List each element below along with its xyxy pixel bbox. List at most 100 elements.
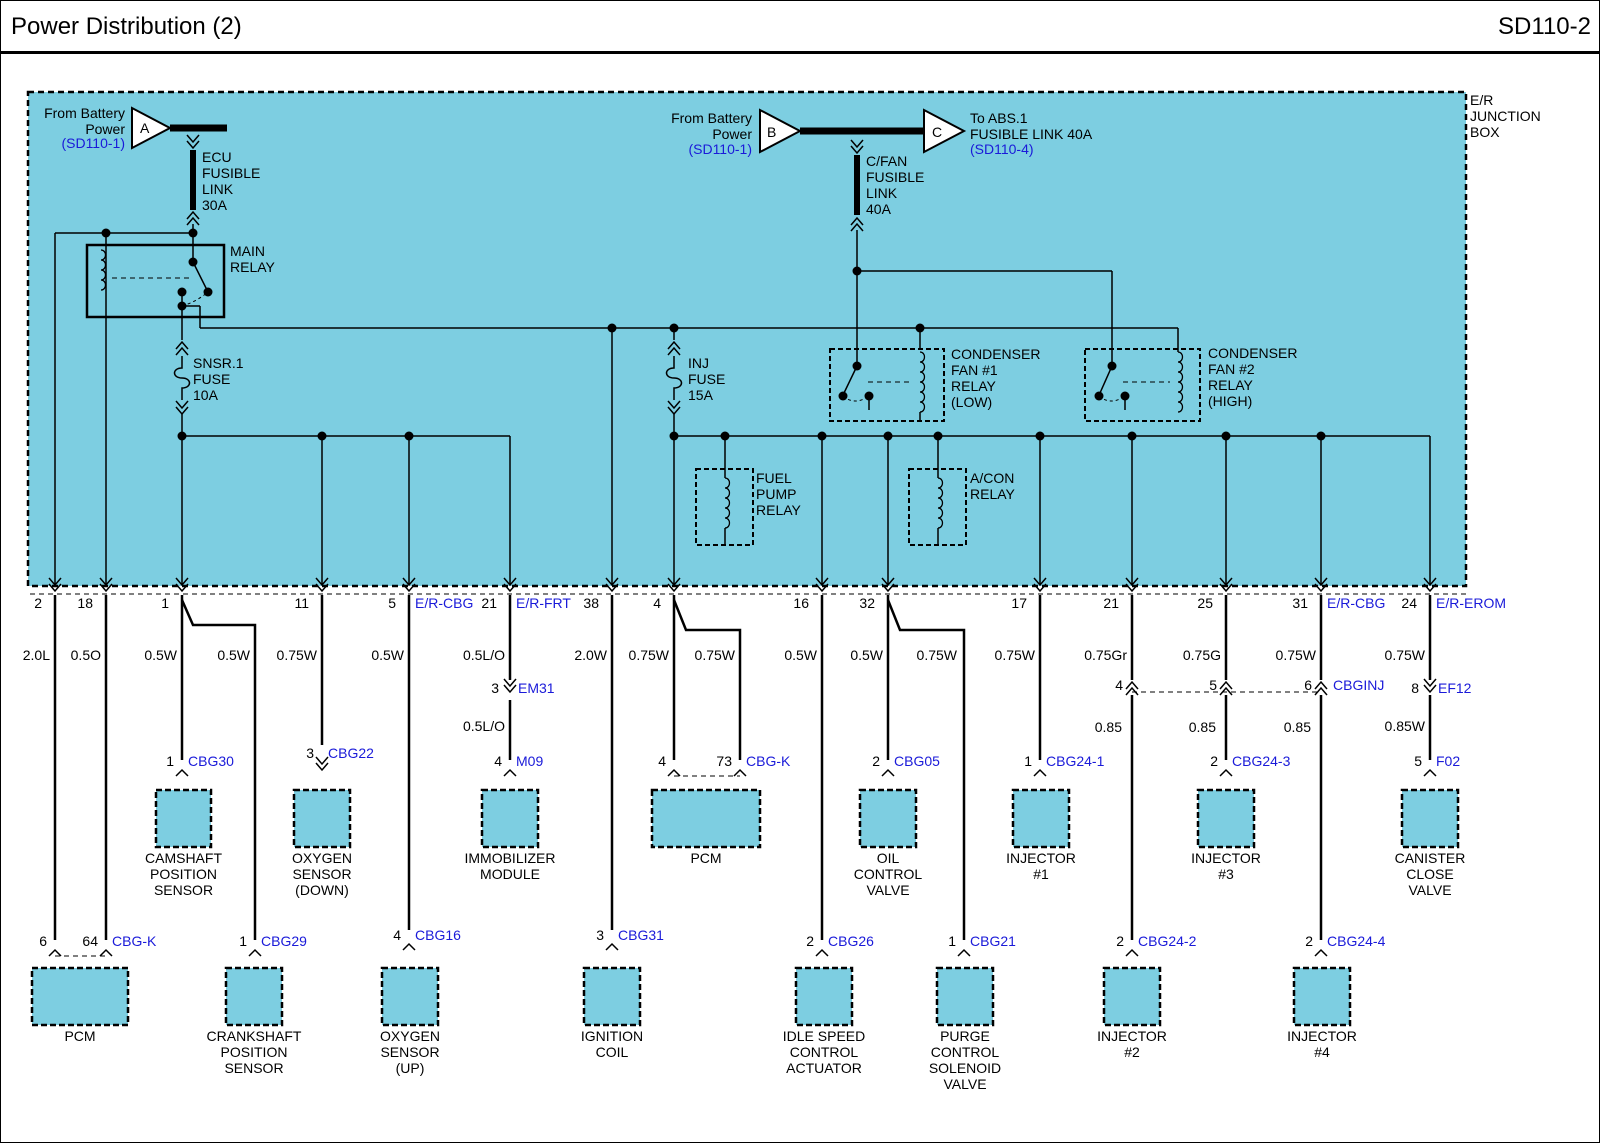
- component-ref: CBG29: [261, 933, 307, 949]
- component-name: VALVE: [943, 1076, 986, 1092]
- pin-number: 25: [1197, 595, 1213, 611]
- component-pin: [175, 768, 189, 777]
- pin-connector: [1033, 583, 1047, 593]
- component-name: OXYGEN: [380, 1028, 440, 1044]
- page-header: Power Distribution (2) SD110-2: [1, 1, 1599, 54]
- component-pin: [315, 756, 329, 766]
- component-name: PCM: [64, 1028, 95, 1044]
- component-name: COIL: [596, 1044, 629, 1060]
- relay-coil: [100, 249, 107, 291]
- cond-fan2-relay-label: CONDENSER: [1208, 345, 1297, 361]
- wire-color: 0.5W: [371, 647, 404, 663]
- pin-number: 17: [1011, 595, 1027, 611]
- diagram-code: SD110-2: [1498, 13, 1591, 40]
- connector-cbginj: [1219, 680, 1233, 690]
- pin-connector: [1219, 583, 1233, 593]
- component-ref: CBG21: [970, 933, 1016, 949]
- fuse-cfan-label: 40A: [866, 201, 892, 217]
- relay-dotted: [842, 395, 870, 402]
- component-pin-number: 64: [82, 933, 98, 949]
- relay-coil: [937, 477, 944, 529]
- pin-connector: [99, 577, 113, 587]
- source-b-label: From Battery: [671, 110, 752, 126]
- component-pin: [503, 768, 517, 777]
- component-o2down: [292, 788, 352, 849]
- connector-chevron: [175, 340, 189, 350]
- component-inj4: [1292, 966, 1352, 1027]
- pin-connector: [315, 583, 329, 593]
- pin-connector: [605, 577, 619, 587]
- component-name: POSITION: [150, 866, 217, 882]
- pin-connector: [815, 583, 829, 593]
- cond-fan2-relay-label: (HIGH): [1208, 393, 1252, 409]
- wire-color: 0.75W: [917, 647, 958, 663]
- fuse-inj-label: INJ: [688, 355, 709, 371]
- component-name: PURGE: [940, 1028, 990, 1044]
- connector-pin: 4: [1115, 677, 1123, 693]
- pin-connector: [175, 577, 189, 587]
- component-pin-number: 1: [1024, 753, 1032, 769]
- relay-coil: [724, 477, 731, 529]
- connector-cbginj: [1314, 680, 1328, 690]
- pin-number: 31: [1292, 595, 1308, 611]
- connector-em31: [503, 678, 517, 688]
- component-ref: CBG22: [328, 745, 374, 761]
- component-pcm1: [650, 788, 762, 849]
- component-name: (UP): [396, 1060, 425, 1076]
- source-b-letter: B: [767, 124, 776, 140]
- component-pin: [815, 948, 829, 957]
- connector-cbginj: [1125, 680, 1139, 690]
- component-ref: CBG-K: [746, 753, 791, 769]
- pin-number: 5: [388, 595, 396, 611]
- component-name: INJECTOR: [1287, 1028, 1357, 1044]
- component-coil: [582, 966, 642, 1027]
- connector-chevron: [175, 346, 189, 356]
- connector-chevron: [175, 400, 189, 410]
- pin-connector: [1423, 577, 1437, 587]
- junction-box-label: JUNCTION: [1470, 108, 1541, 124]
- relay-dotted: [1098, 395, 1126, 402]
- wire-color: 2.0W: [574, 647, 607, 663]
- component-name: INJECTOR: [1097, 1028, 1167, 1044]
- component-ref: CBG30: [188, 753, 234, 769]
- component-immo: [480, 788, 540, 849]
- connector-pin: 5: [1209, 677, 1217, 693]
- component-ref: CBG24-3: [1232, 753, 1291, 769]
- source-c-label: FUSIBLE LINK 40A: [970, 126, 1093, 142]
- wire: [180, 599, 257, 940]
- component-name: #4: [1314, 1044, 1330, 1060]
- pin-connector: [175, 583, 189, 593]
- junction-box-label: BOX: [1470, 124, 1500, 140]
- component-name: CONTROL: [931, 1044, 1000, 1060]
- component-name: CLOSE: [1406, 866, 1453, 882]
- pin-number: 24: [1401, 595, 1417, 611]
- component-name: PCM: [690, 850, 721, 866]
- component-name: SENSOR: [380, 1044, 439, 1060]
- component-name: OIL: [877, 850, 900, 866]
- component-name: IDLE SPEED: [783, 1028, 865, 1044]
- component-pin: [1125, 948, 1139, 957]
- pin-number: 21: [481, 595, 497, 611]
- pin-connector: [402, 577, 416, 587]
- wire-color: 0.85W: [1385, 718, 1426, 734]
- component-pin: [667, 768, 681, 777]
- component-name: INJECTOR: [1191, 850, 1261, 866]
- component-inj2: [1102, 966, 1162, 1027]
- component-pin-number: 6: [39, 933, 47, 949]
- component-name: #3: [1218, 866, 1234, 882]
- wire-color: 0.85: [1284, 719, 1311, 735]
- component-name: CONTROL: [790, 1044, 859, 1060]
- fuse-symbol: [173, 356, 191, 400]
- connector-ref: EM31: [518, 680, 555, 696]
- component-pin: [733, 768, 747, 777]
- component-ref: CBG-K: [112, 933, 157, 949]
- connector-chevron: [186, 140, 200, 150]
- pin-connector: [315, 577, 329, 587]
- connector-chevron: [667, 400, 681, 410]
- source-b-label: Power: [712, 126, 752, 142]
- component-ref: CBG24-1: [1046, 753, 1105, 769]
- component-name: IMMOBILIZER: [464, 850, 555, 866]
- component-name: INJECTOR: [1006, 850, 1076, 866]
- connector-ef12: [1423, 678, 1437, 688]
